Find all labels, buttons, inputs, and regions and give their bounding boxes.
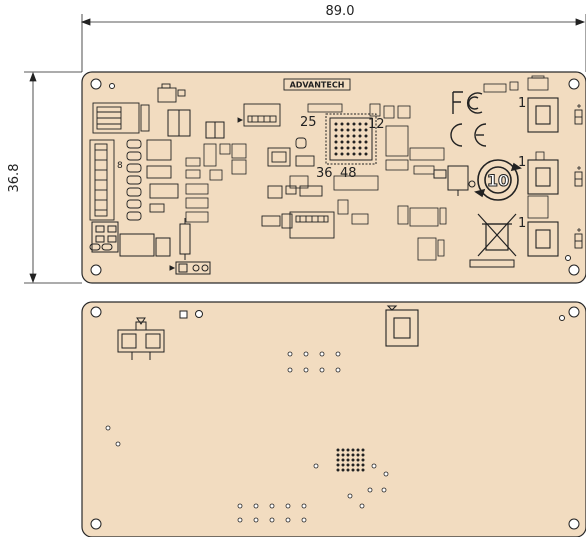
top-small-connector (157, 83, 186, 103)
card-connector (92, 102, 150, 134)
brand-logo-box (283, 78, 351, 91)
fpc-pin-mark: 8 (117, 161, 123, 171)
button-pin-label-1: 1 (518, 96, 526, 111)
bottom-connector (117, 317, 165, 360)
fpc-connector-top (237, 103, 281, 127)
tactile-button-3 (527, 221, 559, 257)
via-holes (105, 351, 389, 523)
width-dimension (80, 14, 586, 72)
bottom-mounting-holes (90, 306, 580, 530)
mcu-ball-grid (334, 122, 368, 156)
height-dimension (24, 71, 82, 284)
pin-label-12: 12 (368, 117, 385, 132)
bottom-header-pads (179, 310, 203, 319)
ce-mark (450, 123, 487, 147)
resistor-array-mid (185, 143, 247, 223)
tactile-button-2 (527, 159, 559, 195)
resistor-array-right (397, 205, 447, 261)
button-pin-label-2: 1 (518, 155, 526, 170)
mcu-passives (289, 103, 445, 225)
fc-logo (452, 91, 483, 114)
tactile-button-1 (527, 97, 559, 133)
fpc-connector-bottom (289, 211, 335, 239)
pin-label-36: 36 (316, 166, 333, 181)
pin-label-48: 48 (340, 166, 357, 181)
top-mounting-holes (90, 78, 580, 276)
crystal-ics (261, 137, 323, 229)
fpc-connector-left (89, 139, 115, 221)
brand-logo: ADVANTECH (290, 81, 345, 90)
power-components (167, 109, 225, 139)
header-pins (169, 218, 211, 275)
bottom-board-outline (81, 301, 586, 537)
bottom-bga-grid (336, 448, 365, 472)
led-indicators (574, 109, 583, 249)
capacitor-array-left (126, 139, 179, 221)
pin-label-25: 25 (300, 115, 317, 130)
weee-bin-icon (477, 213, 517, 257)
width-label: 89.0 (326, 4, 355, 19)
top-right-passives (483, 75, 549, 219)
bottom-button-footprint (385, 305, 419, 347)
regulator (433, 165, 476, 196)
height-label: 36.8 (7, 164, 22, 193)
recycle-10-logo (474, 159, 522, 201)
mcu-chip (325, 113, 377, 165)
led-plus-marks (577, 104, 581, 232)
recycle-10-text: 10 (487, 171, 509, 190)
button-pin-label-3: 1 (518, 216, 526, 231)
usb-connector (89, 221, 171, 257)
label-area (469, 259, 515, 268)
